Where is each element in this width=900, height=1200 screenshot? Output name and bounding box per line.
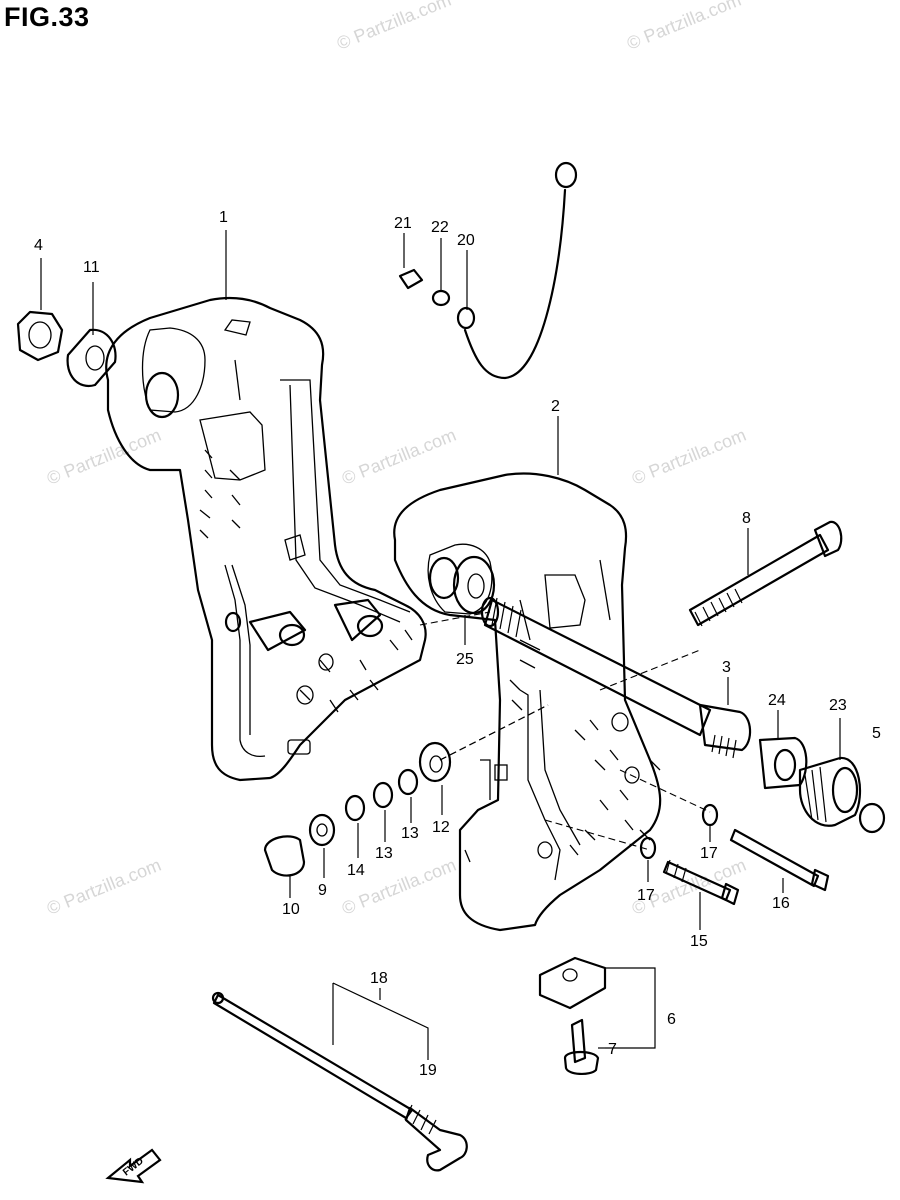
tilt-rod[interactable] — [211, 991, 468, 1172]
callout-22: 22 — [431, 219, 449, 236]
bolt-7[interactable] — [563, 1018, 600, 1075]
washer-17a[interactable] — [701, 803, 719, 827]
clamp-bracket-right[interactable] — [393, 472, 662, 932]
nut-4[interactable] — [16, 310, 64, 362]
watermark: © Partzilla.com — [339, 425, 459, 489]
callout-25: 25 — [456, 651, 474, 668]
thrust-rod-assembly[interactable] — [798, 756, 886, 834]
callout-18: 18 — [370, 970, 388, 987]
callout-24: 24 — [768, 692, 786, 709]
callout-9: 9 — [318, 882, 327, 899]
callout-12: 12 — [432, 819, 450, 836]
bolt-15[interactable] — [662, 859, 740, 906]
callout-17: 17 — [637, 887, 655, 904]
callout-17: 17 — [700, 845, 718, 862]
washer-13b[interactable] — [397, 768, 419, 796]
callout-23: 23 — [829, 697, 847, 714]
callout-8: 8 — [742, 510, 751, 527]
fwd-arrow-icon: FWD — [105, 1148, 162, 1184]
callout-1: 1 — [219, 209, 228, 226]
washer-13a[interactable] — [372, 781, 394, 809]
ground-wire[interactable] — [398, 161, 578, 380]
pivot-tube[interactable] — [480, 596, 752, 759]
callout-21: 21 — [394, 215, 412, 232]
callouts: 1 2 3 4 5 6 7 8 9 10 11 12 13 13 14 15 1… — [34, 209, 881, 1079]
callout-4: 4 — [34, 237, 43, 254]
callout-5: 5 — [872, 725, 881, 742]
callout-7: 7 — [608, 1041, 617, 1058]
callout-3: 3 — [722, 659, 731, 676]
callout-15: 15 — [690, 933, 708, 950]
callout-13: 13 — [375, 845, 393, 862]
assembly-lines — [419, 611, 711, 851]
long-bolt[interactable] — [688, 520, 843, 627]
washer-25[interactable] — [452, 555, 496, 615]
callout-16: 16 — [772, 895, 790, 912]
callout-19: 19 — [419, 1062, 437, 1079]
washer-11[interactable] — [66, 328, 117, 388]
anode-6[interactable] — [538, 956, 607, 1010]
watermark: © Partzilla.com — [334, 0, 454, 54]
washer-14[interactable] — [344, 794, 366, 822]
callout-20: 20 — [457, 232, 475, 249]
callout-2: 2 — [551, 398, 560, 415]
nut-9[interactable] — [308, 813, 336, 847]
watermark: © Partzilla.com — [624, 0, 744, 54]
watermark: © Partzilla.com — [44, 855, 164, 919]
bolt-16[interactable] — [729, 828, 830, 892]
figure-title: FIG.33 — [4, 2, 90, 32]
leader-lines — [40, 230, 841, 1060]
callout-11: 11 — [83, 259, 100, 276]
callout-6: 6 — [667, 1011, 676, 1028]
clamp-bracket-left[interactable] — [105, 296, 427, 782]
washer-12[interactable] — [418, 741, 452, 783]
watermark: © Partzilla.com — [44, 425, 164, 489]
spacer-10[interactable] — [263, 835, 306, 877]
callout-14: 14 — [347, 862, 365, 879]
watermark: © Partzilla.com — [629, 425, 749, 489]
callout-13: 13 — [401, 825, 419, 842]
callout-10: 10 — [282, 901, 300, 918]
